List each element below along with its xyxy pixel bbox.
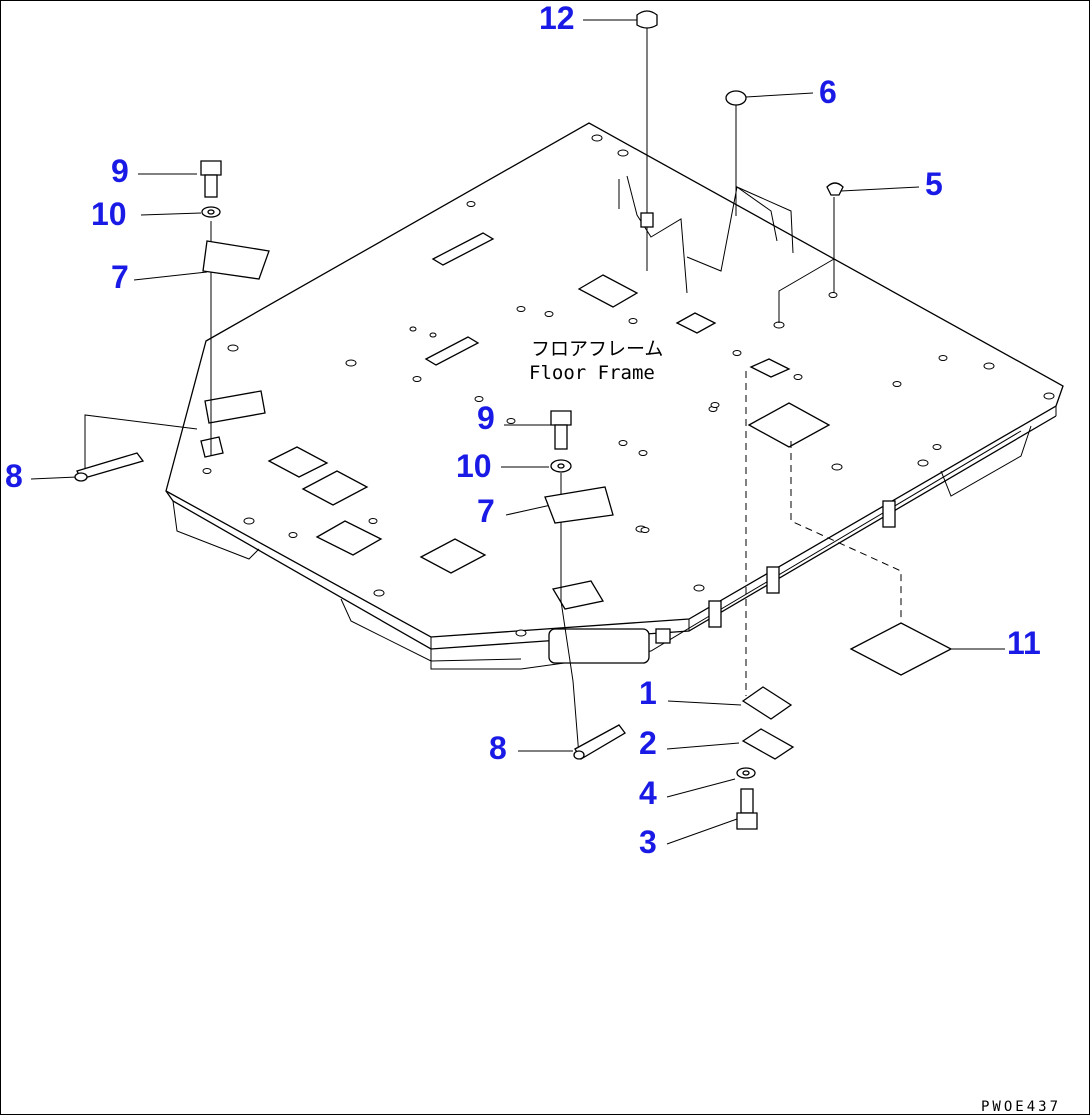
part-8-bracket-left (74, 452, 145, 482)
part-9-bolt-left (200, 160, 222, 198)
callout-4: 4 (639, 775, 657, 811)
part-6-cap (725, 90, 747, 106)
callout-7-middle: 7 (477, 493, 495, 529)
part-4-washer (736, 767, 756, 779)
callout-9-middle: 9 (477, 400, 495, 436)
part-9-bolt-middle (550, 410, 572, 450)
frame-label-english: Floor Frame (529, 362, 655, 384)
part-7-plate-left (202, 240, 270, 280)
callout-3: 3 (639, 824, 657, 860)
floor-frame-plate (165, 122, 1064, 670)
drawing-code: PWOE437 (981, 1099, 1061, 1115)
part-2-plate (741, 728, 795, 760)
callout-9-left: 9 (111, 153, 129, 189)
callout-12: 12 (539, 1, 575, 36)
callout-11: 11 (1007, 625, 1041, 661)
part-11-plate (849, 622, 953, 676)
callout-10-middle: 10 (456, 448, 492, 484)
frame-label-japanese: フロアフレーム (531, 338, 663, 360)
part-8-bracket-middle (573, 724, 626, 760)
part-3-bolt (736, 788, 758, 830)
callout-2: 2 (639, 725, 657, 761)
callout-5: 5 (925, 166, 943, 202)
leader-lines (30, 19, 1005, 845)
callout-7-left: 7 (111, 259, 129, 295)
part-7-plate-middle (544, 486, 614, 524)
callout-10-left: 10 (91, 196, 127, 232)
part-12-plug (636, 10, 658, 228)
callout-8-middle: 8 (489, 730, 507, 766)
part-1-cover (741, 686, 793, 720)
part-10-washer-left (201, 206, 221, 218)
callout-1: 1 (639, 675, 657, 711)
part-10-washer-middle (550, 459, 572, 473)
callout-6: 6 (819, 74, 837, 110)
callout-8-left: 8 (5, 458, 23, 494)
part-5-grommet (826, 182, 844, 196)
